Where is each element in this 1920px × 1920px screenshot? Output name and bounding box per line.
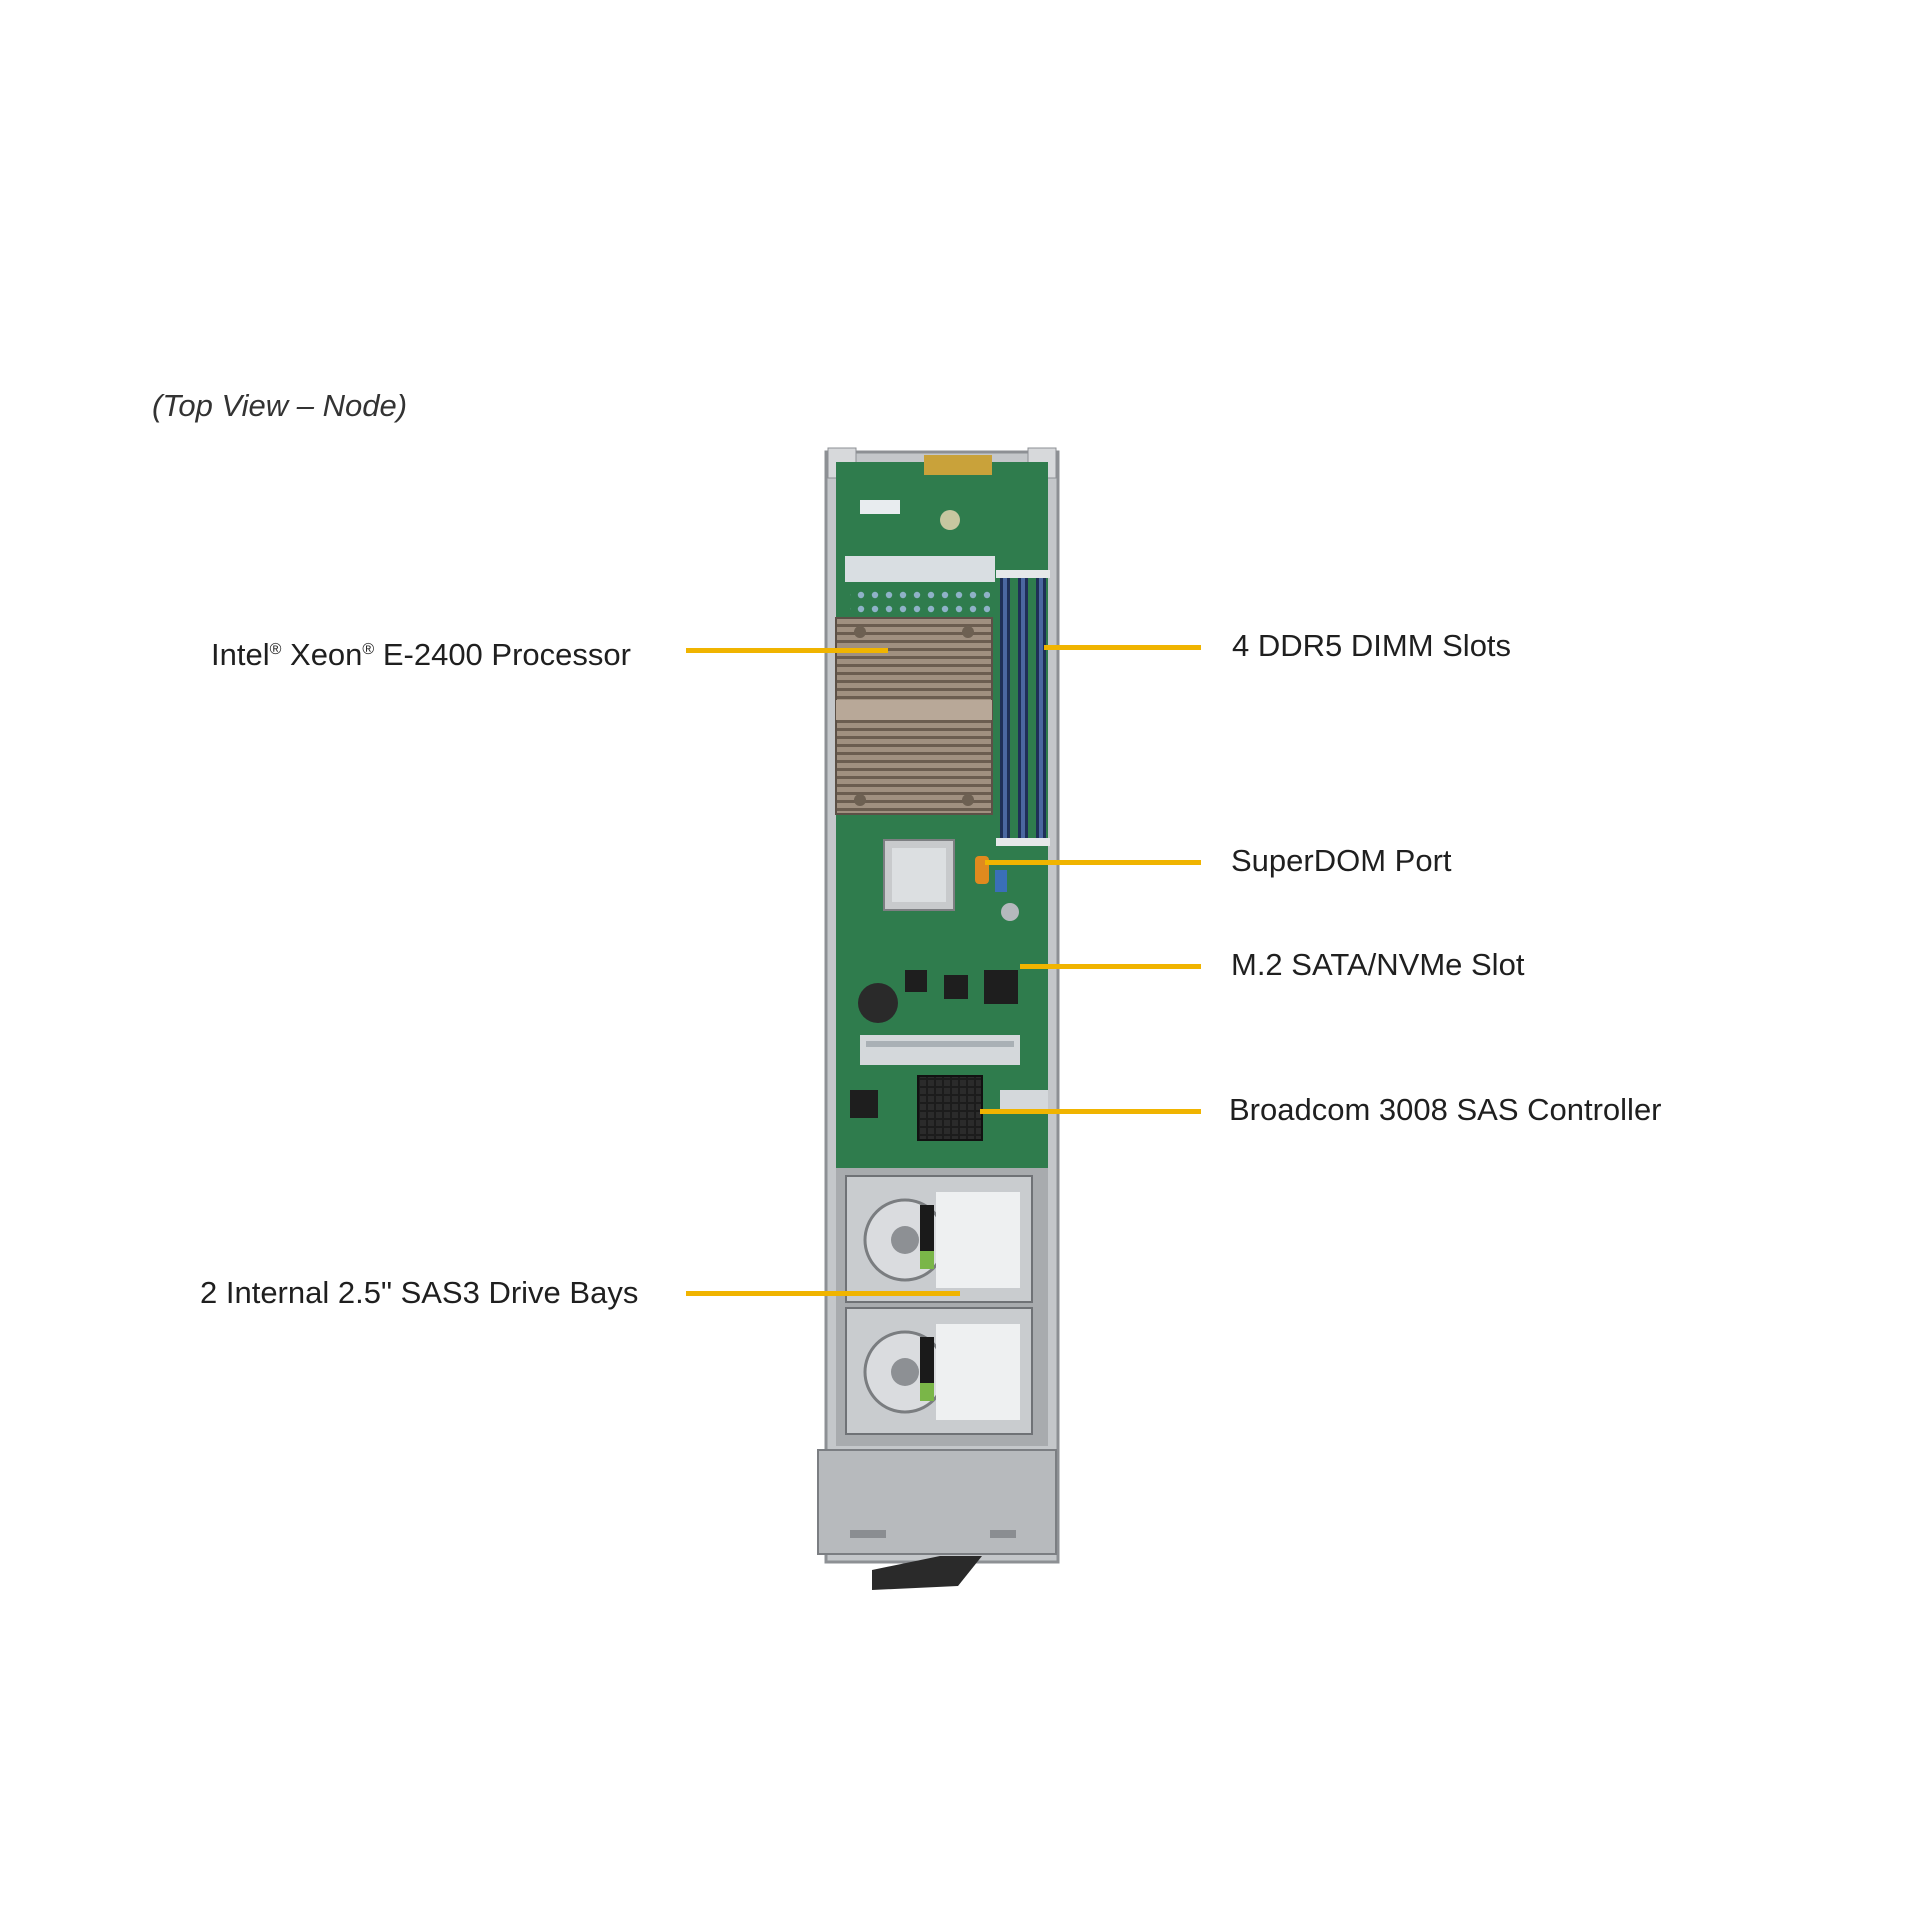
leader-processor: [686, 648, 888, 653]
label-sas-controller: Broadcom 3008 SAS Controller: [1229, 1092, 1662, 1127]
edge-connector: [924, 455, 992, 475]
label-superdom: SuperDOM Port: [1231, 843, 1452, 878]
leader-superdom: [985, 860, 1201, 865]
drive-2: [845, 1307, 1033, 1435]
front-bezel: [817, 1449, 1057, 1590]
m2-slot: [860, 1035, 1020, 1065]
sas-controller-heatsink: [850, 1075, 1048, 1141]
leader-drive-bays: [686, 1291, 960, 1296]
view-caption: (Top View – Node): [152, 388, 408, 423]
drive-1: [845, 1175, 1033, 1303]
chipset: [883, 839, 1019, 921]
drive-bays: [836, 1168, 1048, 1446]
label-processor: Intel® Xeon® E-2400 Processor: [211, 637, 631, 672]
leader-sas-controller: [980, 1109, 1201, 1114]
dimm-slots: [996, 570, 1050, 846]
m2-area: [858, 970, 1020, 1065]
label-m2: M.2 SATA/NVMe Slot: [1231, 947, 1525, 982]
vrm-bank: [845, 556, 995, 582]
leader-dimm: [1044, 645, 1201, 650]
label-dimm: 4 DDR5 DIMM Slots: [1232, 628, 1512, 663]
release-handle: [872, 1556, 982, 1590]
label-drive-bays: 2 Internal 2.5" SAS3 Drive Bays: [200, 1275, 639, 1310]
leader-m2: [1020, 964, 1201, 969]
